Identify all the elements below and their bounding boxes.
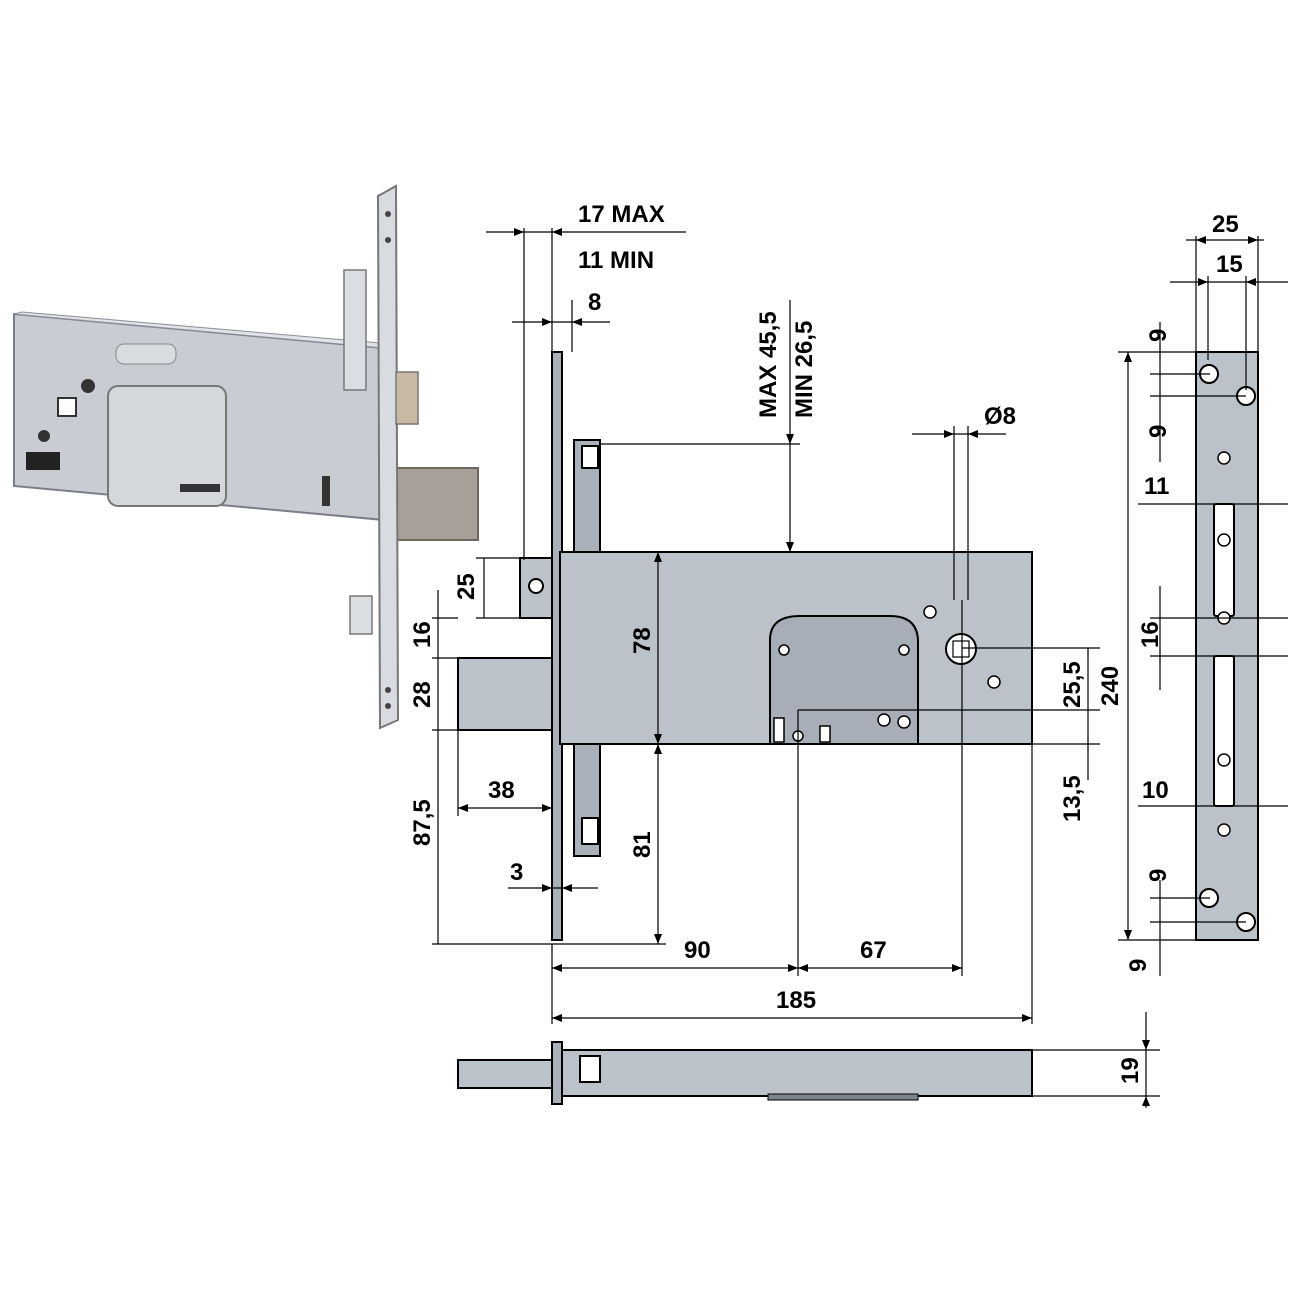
dim-87-5: 87,5	[409, 799, 436, 846]
dim-28: 28	[409, 681, 436, 708]
dim-max-45-5: MAX 45,5	[755, 311, 782, 418]
dim-plate-9-second: 9	[1145, 425, 1172, 438]
dim-diameter-8: Ø8	[984, 403, 1016, 430]
lock-front-view	[457, 351, 1033, 941]
dim-plate-9-third: 9	[1145, 869, 1172, 882]
dim-81: 81	[629, 831, 656, 858]
dim-11-min: 11 MIN	[578, 247, 654, 274]
lock-photo	[13, 184, 479, 730]
strike-plate	[1195, 351, 1259, 941]
cylinder-pocket	[769, 615, 919, 745]
dim-19: 19	[1117, 1057, 1144, 1084]
strike-plate-body	[1195, 351, 1259, 941]
dim-plate-9-bottom: 9	[1125, 959, 1152, 972]
dimension-labels: 17 MAX 11 MIN 8 MAX 45,5 MIN 26,5 Ø8 25 …	[409, 201, 1243, 1084]
dim-plate-11: 11	[1144, 473, 1169, 500]
dim-min-26-5: MIN 26,5	[791, 321, 818, 418]
dim-78: 78	[629, 627, 656, 654]
dim-17-max: 17 MAX	[578, 201, 665, 228]
dim-plate-9-top: 9	[1145, 329, 1172, 342]
lock-photo-faceplate	[376, 184, 400, 730]
dim-plate-15: 15	[1216, 251, 1243, 278]
dim-25: 25	[453, 573, 480, 600]
dim-25-5: 25,5	[1059, 661, 1086, 708]
lock-bottom-view	[457, 1041, 1033, 1105]
dim-90: 90	[684, 937, 711, 964]
dim-plate-16: 16	[1137, 621, 1164, 648]
dim-38: 38	[488, 777, 515, 804]
bottom-case	[561, 1049, 1033, 1097]
dim-185: 185	[776, 987, 816, 1014]
dimension-lines	[432, 228, 1288, 1108]
dim-3: 3	[510, 859, 523, 886]
dim-8: 8	[588, 289, 601, 316]
bottom-bolt	[457, 1059, 553, 1089]
dim-240: 240	[1097, 666, 1124, 706]
dim-plate-25: 25	[1212, 211, 1239, 238]
deadbolt	[457, 657, 553, 731]
dim-16: 16	[409, 621, 436, 648]
dim-plate-10: 10	[1142, 777, 1169, 804]
dim-67: 67	[860, 937, 887, 964]
dim-13-5: 13,5	[1059, 775, 1086, 822]
handle-spindle	[945, 633, 977, 665]
arrow-marks	[458, 228, 1258, 1106]
